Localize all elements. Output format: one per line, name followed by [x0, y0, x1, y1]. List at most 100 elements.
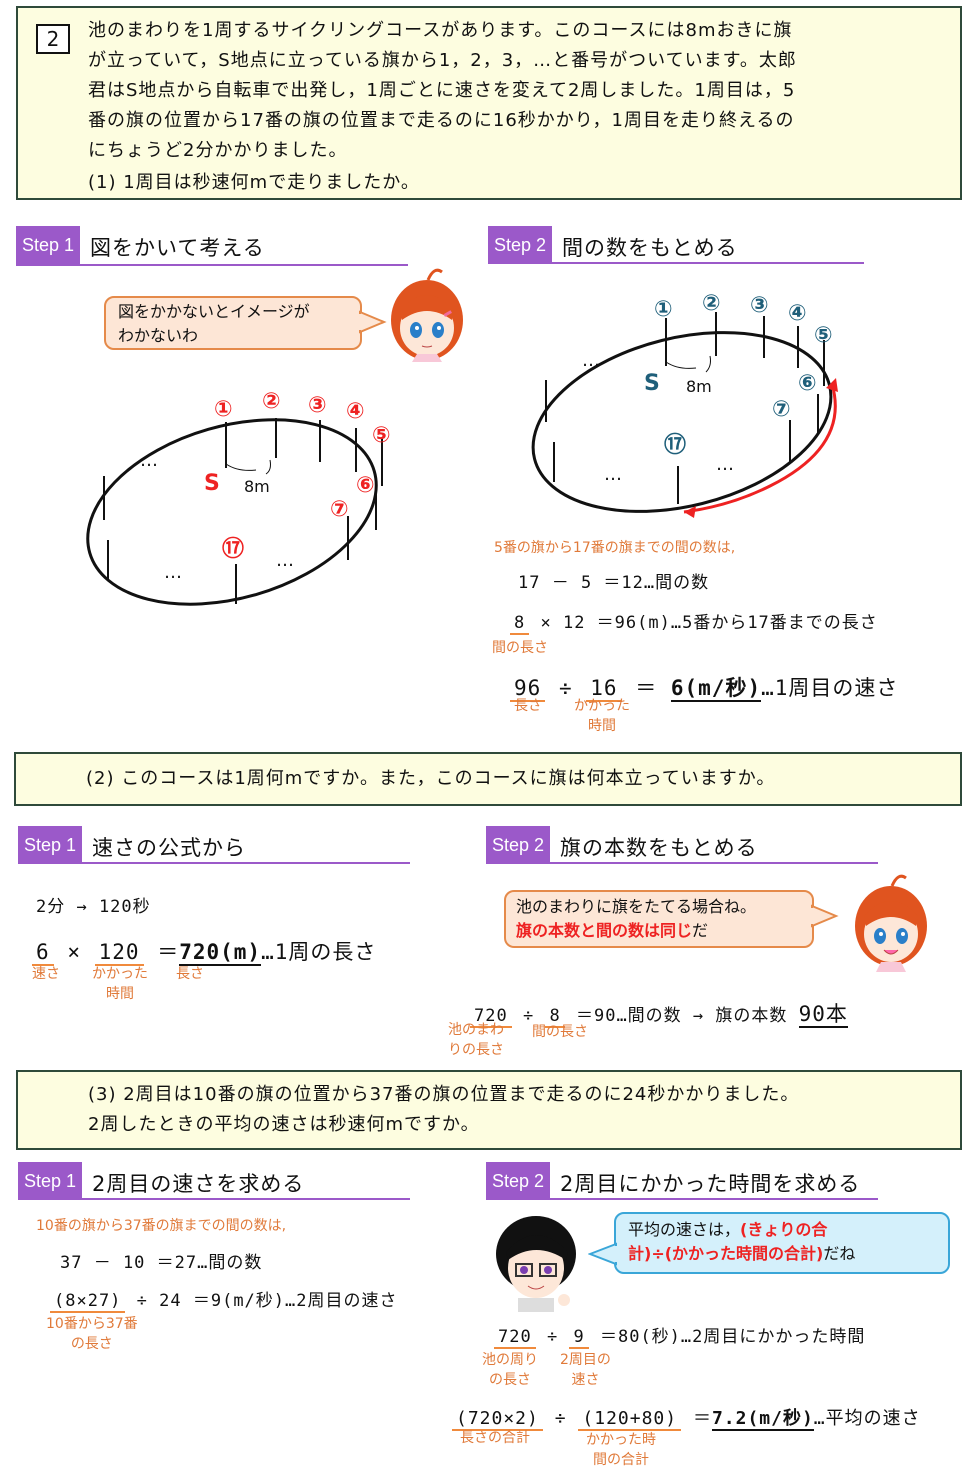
- s2-note-speed: 速さ: [32, 966, 60, 982]
- s3-speed: 9: [569, 1327, 589, 1349]
- flag-label-4: ④: [346, 399, 365, 424]
- s3-total-time: (120+80): [578, 1408, 682, 1431]
- ellipsis-b3: …: [716, 454, 734, 475]
- s1-intro: 5番の旗から17番の旗までの間の数は,: [494, 540, 736, 556]
- s1-note-length: 長さ: [514, 698, 542, 714]
- speech-bubble-girl-1: 図をかかないとイメージが わかないわ: [104, 296, 362, 350]
- flag-label-1b: ①: [654, 297, 673, 322]
- course-diagram-2: ① ② ③ ④ ⑤ ⑥ ⑦ ⑰ S 8m … … …: [531, 291, 838, 518]
- s2-flags-rest: ＝90…間の数 → 旗の本数: [575, 1006, 788, 1026]
- bubble3-part-2: (きょりの合: [740, 1220, 828, 1239]
- s2-conversion: 2分 → 120秒: [36, 897, 151, 917]
- question-2-box: (2) このコースは1周何mですか。また，このコースに旗は何本立っていますか。: [14, 752, 962, 806]
- ellipsis-2: …: [164, 562, 182, 583]
- ellipsis-b1: …: [582, 350, 600, 371]
- s1-answer-label: …1周目の速さ: [761, 676, 899, 700]
- s3-note-speed-2: 速さ: [571, 1372, 600, 1388]
- s3-note-length-2: の長さ: [70, 1336, 113, 1352]
- s3-answer-average-label: …平均の速さ: [813, 1408, 921, 1429]
- s2-step-2-underline: [486, 862, 878, 864]
- s3-step-1-tag: Step 1: [18, 1162, 83, 1200]
- s2-step-2-tag: Step 2: [486, 826, 551, 864]
- s3-calc-final: (720×2) ÷ (120+80) ＝7.2(m/秒)…平均の速さ: [452, 1404, 921, 1431]
- s3-calc-line-1: 37 － 10 ＝27…間の数: [60, 1253, 263, 1273]
- s2-note-pond-1: 池のまわ: [448, 1022, 504, 1038]
- q1-line-2: が立っていて，S地点に立っている旗から1，2，3，…と番号がついています。太郎: [88, 50, 797, 71]
- s2-eq: ＝: [157, 940, 180, 964]
- s3-step-1-underline: [18, 1198, 410, 1200]
- flag-label-7b: ⑦: [772, 397, 791, 422]
- bubble2-highlight: 旗の本数と間の数は同じ: [516, 921, 693, 940]
- bubble-line-1: 図をかかないとイメージが: [118, 302, 310, 321]
- bubble2-end: だ: [692, 921, 709, 940]
- s2-gap: 8: [545, 1006, 565, 1028]
- s2-div: ÷: [522, 1006, 535, 1026]
- step-2-underline: [488, 262, 864, 264]
- flag-label-3b: ③: [750, 293, 769, 318]
- s3-note-pond-2: の長さ: [489, 1372, 531, 1388]
- s3-note-sum-time-2: 間の合計: [593, 1452, 649, 1468]
- s1-calc-line-2: 8 × 12 ＝96(m)…5番から17番までの長さ: [510, 608, 878, 635]
- s3-intro: 10番の旗から37番の旗までの間の数は,: [36, 1218, 287, 1234]
- s2-note-time: かかった 時間: [92, 964, 148, 1004]
- q1-line-4: 番の旗の位置から17番の旗の位置まで走るのに16秒かかり，1周目を走り終えるの: [88, 110, 795, 131]
- flag-label-1: ①: [214, 397, 233, 422]
- s3-answer-average: 7.2(m/秒): [711, 1408, 814, 1431]
- s3-final-div: ÷: [554, 1408, 567, 1429]
- ellipsis-b2: …: [604, 464, 622, 485]
- bubble3-part-4: だね: [823, 1244, 856, 1263]
- start-label: S: [204, 471, 220, 496]
- problem-number: 2: [36, 24, 70, 54]
- s2-answer-length: 720(m): [179, 940, 262, 966]
- s3-calc-line-2-rest: ÷ 24 ＝9(m/秒)…2周目の速さ: [136, 1291, 398, 1311]
- s3-total-length: (720×2): [452, 1408, 543, 1431]
- bubble-tail: [358, 310, 387, 334]
- s1-calc-line-2-rest: × 12 ＝96(m)…5番から17番までの長さ: [540, 613, 878, 633]
- bubble-line-2: わかないわ: [118, 326, 199, 345]
- flag-label-5: ⑤: [372, 423, 391, 448]
- s1-eq-sign: ＝: [635, 676, 658, 700]
- flag-label-5b: ⑤: [814, 323, 833, 348]
- s1-length-value: 96: [510, 676, 546, 702]
- s3-note-length-1: 10番から37番: [46, 1316, 138, 1332]
- girl-avatar: [391, 268, 463, 362]
- s1-note-time-2: 時間: [588, 718, 616, 734]
- s1-calc-line-3: 96 ÷ 16 ＝ 6(m/秒)…1周目の速さ: [510, 672, 898, 702]
- flag-label-17b: ⑰: [664, 432, 686, 458]
- step-1-tag: Step 1: [16, 226, 81, 264]
- course-diagram-1: ① ② ③ ④ ⑤ ⑥ ⑦ ⑰ S 8m … … …: [86, 389, 391, 606]
- s2-step-1-underline: [18, 862, 410, 864]
- flag-label-6b: ⑥: [798, 371, 817, 396]
- s3-note-length: 10番から37番 の長さ: [46, 1314, 138, 1354]
- s2-answer-flags: 90本: [798, 1002, 848, 1028]
- s2-note-time-2: 時間: [106, 986, 134, 1002]
- s3-step-1-title: 2周目の速さを求める: [92, 1172, 305, 1196]
- s2-note-pond-2: りの長さ: [448, 1042, 504, 1058]
- girl-avatar-2: [855, 874, 927, 972]
- question-1-text: 池のまわりを1周するサイクリングコースがあります。このコースには8mおきに旗 が…: [88, 16, 948, 198]
- q3-line-1: (3) 2周目は10番の旗の位置から37番の旗の位置まで走るのに24秒かかりまし…: [88, 1084, 800, 1105]
- s3-note-pond: 池の周り の長さ: [482, 1350, 538, 1390]
- s2-time-value: 120: [94, 940, 144, 966]
- step-2-title: 間の数をもとめる: [562, 236, 738, 260]
- boy-avatar: [496, 1216, 576, 1312]
- distance-label-b: 8m: [686, 377, 712, 396]
- q1-line-1: 池のまわりを1周するサイクリングコースがあります。このコースには8mおきに旗: [88, 20, 793, 41]
- s2-calc-length: 6 × 120 ＝720(m)…1周の長さ: [32, 936, 376, 966]
- s3-note-speed-1: 2周目の: [560, 1352, 611, 1368]
- question-1-box: 2 池のまわりを1周するサイクリングコースがあります。このコースには8mおきに旗…: [16, 6, 962, 200]
- s3-length-expr: (8×27): [50, 1291, 126, 1313]
- bubble2-line-1: 池のまわりに旗をたてる場合ね。: [516, 897, 757, 916]
- flag-label-7: ⑦: [330, 497, 349, 522]
- flag-label-2b: ②: [702, 291, 721, 316]
- s2-note-gap: 間の長さ: [532, 1024, 588, 1040]
- ellipsis-3: …: [276, 550, 294, 571]
- s3-calc-time: 720 ÷ 9 ＝80(秒)…2周目にかかった時間: [494, 1322, 865, 1349]
- bubble3-part-3: 計)÷(かかった時間の合計): [628, 1244, 824, 1263]
- s2-step-1-tag: Step 1: [18, 826, 83, 864]
- ellipsis-1: …: [140, 450, 158, 471]
- bubble2-tail: [810, 904, 839, 928]
- s3-note-sum-time-1: かかった時: [586, 1432, 656, 1448]
- flag-label-17: ⑰: [222, 536, 244, 562]
- s3-final-eq: ＝: [692, 1408, 712, 1429]
